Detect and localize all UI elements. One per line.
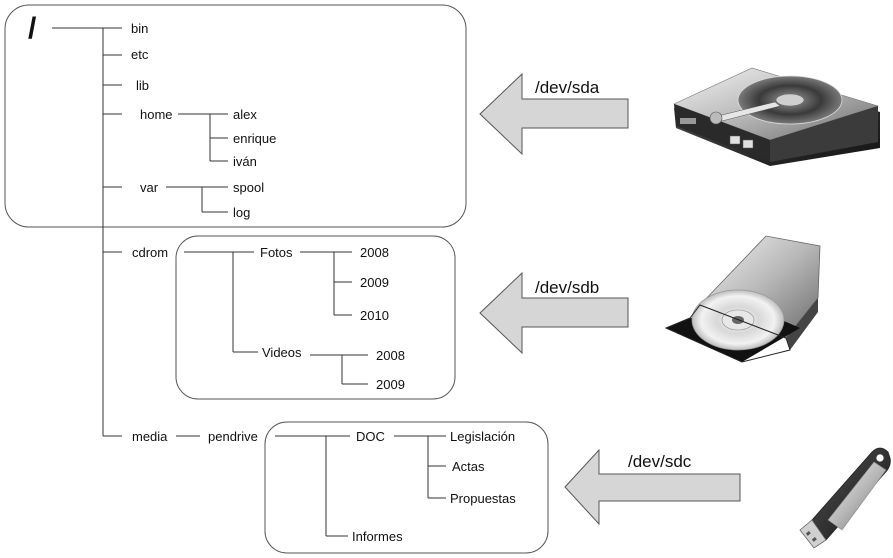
dir-media: media	[132, 429, 168, 444]
dir-fotos: Fotos	[260, 245, 293, 260]
dir-enrique: enrique	[233, 131, 276, 146]
hard-disk-icon	[673, 67, 880, 166]
usb-drive-icon	[799, 447, 891, 549]
sda-mount-box	[4, 4, 467, 228]
dir-home: home	[140, 107, 173, 122]
dir-var: var	[140, 180, 159, 195]
dir-informes: Informes	[352, 529, 403, 544]
root-directory-label: /	[28, 12, 37, 45]
dir-doc: DOC	[356, 429, 385, 444]
sdb-mount-box	[175, 235, 456, 400]
dir-actas: Actas	[452, 459, 485, 474]
dir-videos-2009: 2009	[376, 377, 405, 392]
sda-arrow-icon	[479, 72, 629, 156]
cdrom-drive-icon	[664, 235, 821, 363]
dir-log: log	[233, 205, 250, 220]
dir-propuestas: Propuestas	[450, 491, 516, 506]
sdc-mount-box	[264, 421, 549, 554]
dir-ivan: iván	[233, 154, 257, 169]
dir-pendrive: pendrive	[208, 429, 258, 444]
dir-videos-2008: 2008	[376, 348, 405, 363]
tree-connectors	[52, 27, 446, 537]
dir-alex: alex	[233, 107, 257, 122]
dir-lib: lib	[136, 78, 149, 93]
dir-bin: bin	[131, 21, 148, 36]
dir-etc: etc	[131, 47, 149, 62]
dir-fotos-2010: 2010	[360, 308, 389, 323]
device-label-sda: /dev/sda	[535, 78, 600, 97]
device-label-sdb: /dev/sdb	[535, 278, 599, 297]
dir-legislacion: Legislación	[450, 429, 515, 444]
device-label-sdc: /dev/sdc	[628, 452, 692, 471]
dir-spool: spool	[233, 180, 264, 195]
dir-videos: Videos	[262, 345, 302, 360]
dir-fotos-2008: 2008	[360, 245, 389, 260]
dir-fotos-2009: 2009	[360, 275, 389, 290]
sdc-arrow-icon	[564, 448, 741, 526]
sdb-arrow-icon	[479, 271, 629, 355]
dir-cdrom: cdrom	[132, 245, 168, 260]
